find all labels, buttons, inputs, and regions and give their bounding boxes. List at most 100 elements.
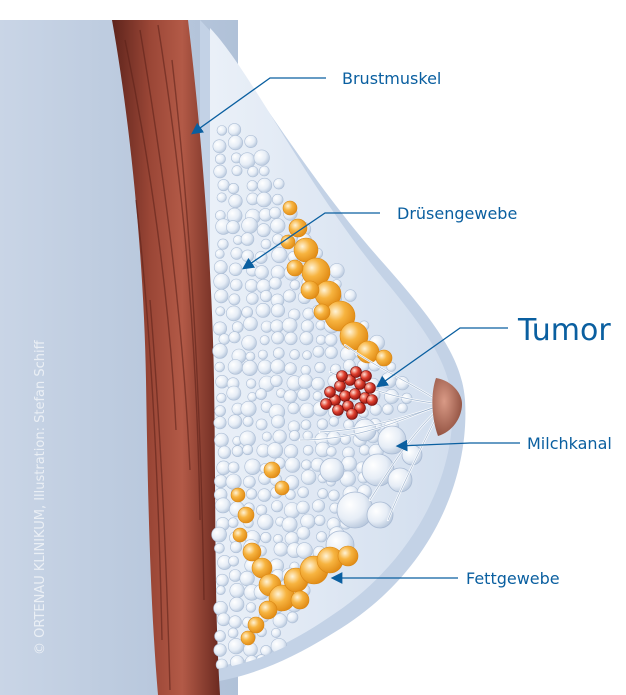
gland-globule [242, 336, 257, 351]
fat-globule [233, 528, 247, 542]
gland-globule [256, 303, 270, 317]
gland-globule [246, 379, 256, 389]
gland-globule [313, 391, 322, 400]
gland-globule [246, 603, 256, 613]
gland-globule [217, 613, 230, 626]
gland-globule [218, 446, 231, 459]
fat-globule [264, 462, 280, 478]
gland-globule [217, 193, 226, 202]
gland-globule [242, 218, 258, 234]
gland-globule [216, 574, 228, 586]
gland-globule [297, 527, 310, 540]
gland-globule [301, 470, 316, 485]
gland-globule [230, 597, 244, 611]
gland-globule [272, 415, 285, 428]
gland-globule [228, 518, 238, 528]
gland-globule [217, 393, 227, 403]
gland-globule [228, 136, 242, 150]
gland-globule [245, 135, 257, 147]
gland-globule [290, 350, 300, 360]
gland-globule [285, 332, 298, 345]
gland-globule [214, 417, 226, 429]
gland-globule [257, 224, 270, 237]
gland-globule [215, 406, 226, 417]
fat-globule [291, 591, 309, 609]
gland-globule [271, 359, 285, 373]
tumor-cell [365, 383, 376, 394]
gland-globule [229, 294, 240, 305]
gland-globule [290, 280, 300, 290]
gland-globule [247, 293, 259, 305]
fat-globule [259, 601, 277, 619]
gland-globule [245, 459, 261, 475]
tumor-cell [347, 409, 358, 420]
gland-globule [301, 365, 311, 375]
gland-globule [226, 221, 239, 234]
gland-globule [240, 571, 255, 586]
tumor-cell [350, 389, 361, 400]
label-fettgewebe: Fettgewebe [466, 569, 560, 588]
tumor-cell [340, 391, 351, 402]
gland-globule [345, 290, 357, 302]
gland-globule [258, 514, 274, 530]
tumor-cell [361, 371, 372, 382]
gland-globule [282, 318, 297, 333]
label-tumor: Tumor [517, 313, 611, 348]
gland-globule [383, 404, 394, 415]
gland-globule [258, 489, 271, 502]
gland-globule [298, 388, 310, 400]
gland-globule [242, 361, 257, 376]
gland-globule [301, 460, 311, 470]
gland-globule [271, 628, 280, 637]
gland-globule [257, 178, 271, 192]
tumor-cell [351, 367, 362, 378]
fat-globule [283, 201, 297, 215]
gland-globule [301, 320, 314, 333]
gland-globule [212, 527, 227, 542]
gland-globule [273, 430, 287, 444]
gland-globule [214, 644, 227, 657]
tumor-cell [333, 405, 344, 416]
gland-globule [248, 166, 259, 177]
gland-globule [215, 362, 225, 372]
gland-globule [214, 433, 228, 447]
gland-globule [256, 419, 267, 430]
gland-globule [316, 335, 326, 345]
gland-globule [285, 363, 297, 375]
gland-globule [229, 263, 242, 276]
gland-globule [283, 290, 295, 302]
gland-globule [227, 386, 241, 400]
gland-globule [312, 500, 324, 512]
gland-globule [272, 247, 288, 263]
gland-globule [287, 612, 298, 623]
gland-globule [214, 274, 230, 290]
gland-globule [214, 165, 227, 178]
gland-globule [231, 248, 243, 260]
gland-globule [219, 334, 230, 345]
gland-globule [217, 125, 227, 135]
gland-globule [245, 279, 258, 292]
gland-globule [315, 515, 326, 526]
gland-globule [215, 289, 229, 303]
gland-globule [241, 233, 254, 246]
copyright-credit: © ORTENAU KLINIKUM, Illustration: Stefan… [33, 339, 48, 655]
gland-globule [325, 346, 337, 358]
gland-globule [229, 194, 243, 208]
gland-globule [226, 306, 241, 321]
fat-globule [338, 546, 358, 566]
gland-globule [313, 346, 324, 357]
gland-globule [243, 476, 255, 488]
gland-globule [226, 474, 241, 489]
gland-globule [285, 458, 300, 473]
gland-globule [271, 219, 286, 234]
gland-globule [327, 447, 337, 457]
gland-globule [214, 261, 227, 274]
gland-globule [274, 542, 288, 556]
gland-globule [232, 322, 243, 333]
label-brustmuskel: Brustmuskel [342, 69, 441, 88]
gland-globule [228, 123, 241, 136]
gland-globule [258, 350, 267, 359]
gland-globule [244, 317, 258, 331]
fat-globule [241, 631, 255, 645]
gland-globule [315, 362, 326, 373]
